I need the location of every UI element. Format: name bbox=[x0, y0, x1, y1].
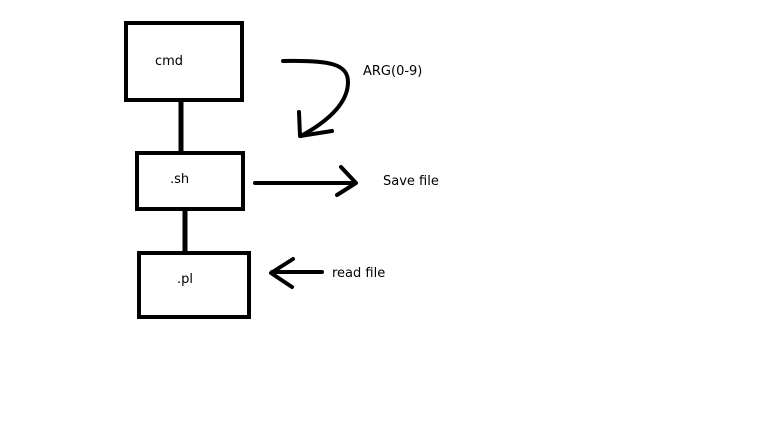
arg-curved-arrow bbox=[281, 58, 350, 138]
sh-box bbox=[135, 151, 245, 211]
read-arrow bbox=[269, 257, 324, 289]
pl-label: .pl bbox=[177, 272, 193, 287]
cmd-label: cmd bbox=[155, 54, 184, 69]
cmd-box bbox=[124, 21, 244, 102]
read-file-annotation: read file bbox=[332, 266, 386, 281]
save-file-annotation: Save file bbox=[383, 174, 439, 189]
sh-label: .sh bbox=[170, 172, 190, 187]
arg-annotation: ARG(0-9) bbox=[363, 64, 423, 79]
pl-box bbox=[137, 251, 251, 319]
save-arrow bbox=[253, 165, 358, 197]
